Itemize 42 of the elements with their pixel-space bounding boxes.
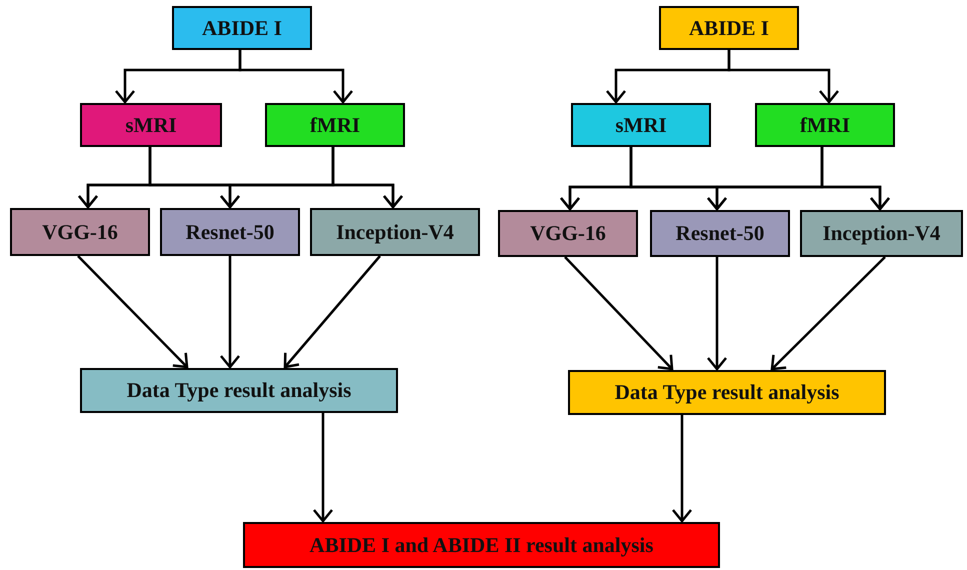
dataset-box bbox=[659, 6, 799, 50]
analysis-box bbox=[568, 370, 886, 415]
modality-box bbox=[571, 103, 711, 147]
node-label: fMRI bbox=[800, 112, 850, 138]
model-box bbox=[498, 210, 638, 257]
arrow bbox=[312, 413, 334, 522]
modality-box bbox=[755, 103, 895, 147]
arrow bbox=[332, 147, 404, 208]
arrow bbox=[770, 256, 886, 370]
arrow bbox=[77, 255, 188, 368]
arrow bbox=[820, 147, 890, 210]
model-box bbox=[10, 208, 150, 256]
node-label: ABIDE I and ABIDE II result analysis bbox=[310, 532, 654, 558]
node-label: ABIDE I bbox=[202, 16, 282, 40]
dataset-box bbox=[172, 6, 312, 50]
modality-box bbox=[80, 103, 222, 147]
node-label: sMRI bbox=[615, 112, 667, 138]
arrow bbox=[728, 50, 840, 104]
arrow bbox=[238, 50, 354, 104]
node-label: VGG-16 bbox=[530, 221, 606, 246]
model-box bbox=[800, 210, 963, 257]
node-label: ABIDE I bbox=[689, 16, 769, 40]
model-box bbox=[650, 210, 790, 257]
model-box bbox=[310, 208, 480, 256]
node-label: Resnet-50 bbox=[186, 220, 274, 244]
node-label: Resnet-50 bbox=[676, 221, 764, 246]
node-label: Inception-V4 bbox=[336, 220, 454, 244]
node-label: VGG-16 bbox=[42, 220, 118, 244]
node-label: sMRI bbox=[125, 112, 177, 138]
final-analysis-box bbox=[243, 522, 720, 568]
node-label: Data Type result analysis bbox=[614, 380, 840, 405]
node-label: Data Type result analysis bbox=[126, 378, 352, 403]
analysis-box bbox=[80, 368, 398, 413]
arrow bbox=[564, 256, 674, 370]
node-label: fMRI bbox=[310, 112, 360, 138]
model-box bbox=[160, 208, 300, 256]
modality-box bbox=[265, 103, 405, 147]
arrow bbox=[220, 256, 240, 368]
arrow bbox=[706, 257, 728, 370]
arrow bbox=[284, 255, 381, 368]
arrow bbox=[672, 415, 692, 522]
node-label: Inception-V4 bbox=[822, 221, 940, 246]
